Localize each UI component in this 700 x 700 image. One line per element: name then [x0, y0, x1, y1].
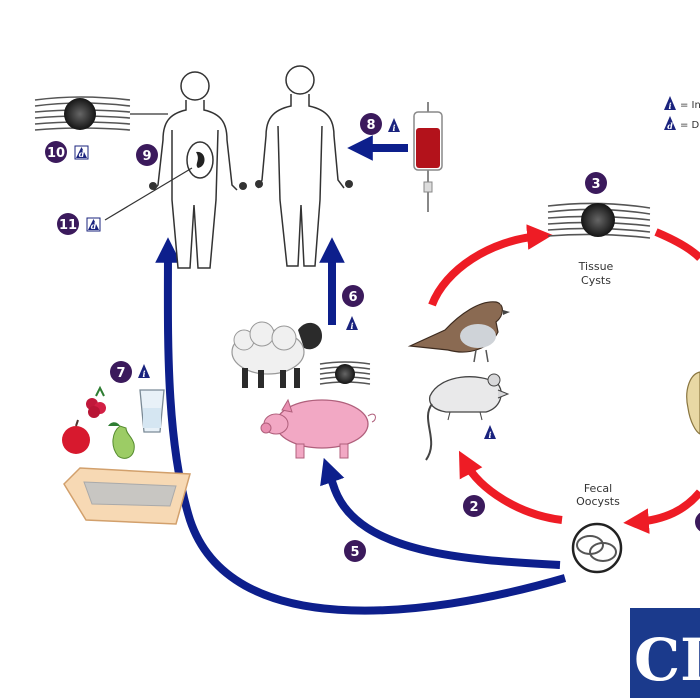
rodent-intermediate-host [425, 373, 510, 461]
step-7-marker: 7 [110, 361, 132, 383]
step-11-marker: 11 [57, 213, 79, 235]
svg-text:d: d [91, 221, 97, 231]
infective-stage-marker-7: i [138, 364, 150, 379]
apple [62, 419, 90, 454]
diagnostic-stage-marker-10: d [74, 145, 89, 160]
pig-livestock [260, 398, 376, 459]
infective-stage-marker-6: i [346, 316, 358, 331]
cysts-label: Cysts [581, 274, 611, 287]
step-9-marker: 9 [136, 144, 158, 166]
tissue-label: Tissue [578, 260, 614, 273]
svg-text:2: 2 [469, 500, 478, 515]
tissue-cyst-muscle-human [34, 96, 168, 131]
human-figure-right [257, 65, 345, 267]
svg-text:9: 9 [142, 149, 151, 164]
arrow-tissue-cyst-to-cat [654, 228, 700, 261]
raspberries [86, 385, 106, 418]
svg-text:i: i [350, 321, 353, 331]
cdc-logo: CD [630, 608, 700, 698]
fecal-label: Fecal [584, 482, 612, 495]
svg-text:10: 10 [47, 146, 65, 161]
pear [108, 422, 135, 459]
tissue-cyst-livestock [319, 361, 371, 385]
arrow-oocyst-to-human [155, 237, 567, 615]
step-6-marker: 6 [342, 285, 364, 307]
legend-diagnostic-item: d = D [664, 116, 700, 131]
cat-definitive-host [686, 371, 700, 435]
svg-text:d: d [79, 149, 85, 159]
diagnostic-stage-marker-11: d [86, 217, 101, 232]
svg-text:i: i [488, 430, 491, 440]
pointer-line-11 [104, 167, 193, 221]
svg-text:6: 6 [348, 290, 357, 305]
oocysts-label: Oocysts [576, 495, 620, 508]
svg-text:i: i [668, 101, 671, 111]
infective-stage-marker-rodent: i [484, 425, 496, 440]
human-figure-left [153, 71, 238, 269]
step-5-marker: 5 [344, 540, 366, 562]
step-4-marker-partial: 4 [695, 512, 700, 532]
step-2-marker: 2 [463, 495, 485, 517]
legend-key: i = In d = D [664, 96, 700, 131]
blood-transfusion-bag [413, 102, 443, 212]
step-10-marker: 10 [45, 141, 67, 163]
svg-text:= D: = D [680, 120, 700, 131]
svg-text:3: 3 [591, 177, 600, 192]
svg-text:d: d [667, 121, 673, 131]
arrow-oocyst-to-intermediate [458, 450, 563, 524]
step-3-marker: 3 [585, 172, 607, 194]
svg-text:i: i [392, 123, 395, 133]
svg-text:5: 5 [350, 545, 359, 560]
legend-infective-item: i = In [664, 96, 700, 111]
sheep-livestock [231, 321, 322, 388]
infective-stage-marker-8: i [388, 118, 400, 133]
svg-text:CD: CD [634, 626, 700, 694]
arrow-intermediate-to-tissue-cyst [428, 224, 553, 307]
arrow-oocyst-to-pig [320, 457, 561, 569]
arrow-cat-to-oocyst [623, 489, 700, 534]
litter-box [63, 467, 191, 525]
svg-text:8: 8 [366, 118, 375, 133]
step-8-marker: 8 [360, 113, 382, 135]
svg-text:7: 7 [116, 366, 125, 381]
water-glass [139, 389, 165, 433]
bird-intermediate-host [407, 296, 510, 363]
svg-text:= In: = In [680, 100, 700, 111]
svg-text:11: 11 [59, 218, 77, 233]
fecal-oocyst [571, 522, 623, 574]
tissue-cyst-3 [547, 202, 651, 239]
svg-text:i: i [142, 369, 145, 379]
